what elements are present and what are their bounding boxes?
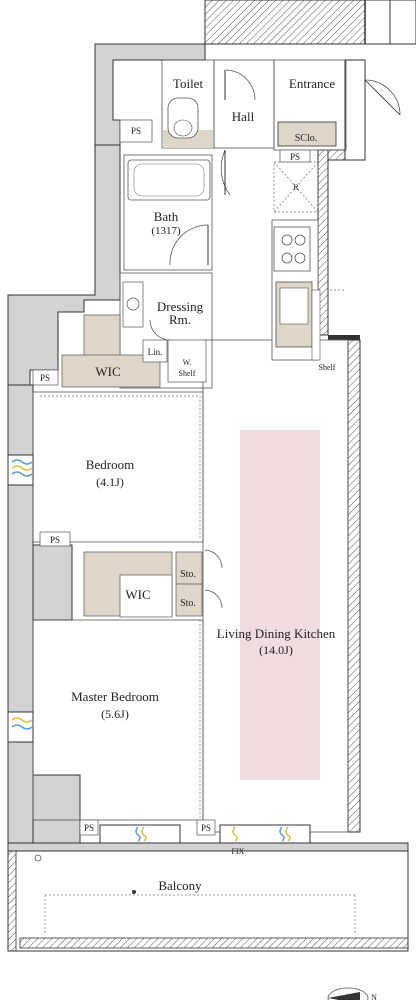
ldk-label: Living Dining Kitchen	[217, 626, 336, 641]
compass-label: N	[371, 993, 377, 1000]
balcony-label: Balcony	[158, 878, 202, 893]
ps-label-5: PS	[84, 823, 94, 833]
ps-label-3: PS	[40, 373, 50, 383]
ldk-size-label: (14.0J)	[259, 643, 293, 657]
bath-fixtures	[122, 97, 211, 328]
room-labels: Toilet Hall Entrance SClo. Bath (1317) D…	[71, 76, 377, 1000]
bath-label: Bath	[154, 209, 179, 224]
hall-label: Hall	[232, 109, 255, 124]
master-bedroom-size-label: (5.6J)	[101, 707, 129, 721]
storage-areas	[61, 121, 337, 618]
storage-2-label: Sto.	[180, 598, 196, 609]
fix-label: FIX	[232, 847, 245, 856]
kitchen-shelf-label: Shelf	[319, 363, 336, 372]
dressing-label: Dressing	[157, 299, 204, 314]
ps-label-1: PS	[131, 126, 141, 136]
bath-size-label: (1317)	[151, 225, 181, 237]
pipe-space-labels: PS PS PS PS PS PS	[32, 119, 311, 836]
wic-upper-label: WIC	[95, 364, 120, 379]
ldk-highlight	[240, 430, 320, 780]
storage-1-label: Sto.	[180, 569, 196, 580]
refrigerator-label: R	[293, 183, 299, 192]
shoe-closet-label: SClo.	[295, 133, 318, 144]
windows	[7, 454, 311, 844]
neighbor-structure	[204, 0, 416, 45]
ps-label-4: PS	[50, 535, 60, 545]
wic-lower-label: WIC	[125, 587, 150, 602]
dressing-label-2: Rm.	[169, 312, 191, 327]
ps-label-6: PS	[201, 823, 211, 833]
overhead-lines	[40, 147, 345, 818]
balcony	[7, 850, 409, 952]
bedroom-size-label: (4.1J)	[96, 475, 124, 489]
ps-label-2: PS	[290, 152, 300, 162]
washer-label: W.	[183, 358, 192, 367]
entrance-label: Entrance	[289, 76, 335, 91]
compass	[327, 987, 369, 1000]
linen-label: Lin.	[148, 347, 163, 357]
master-bedroom-label: Master Bedroom	[71, 689, 159, 704]
kitchen-fixtures	[271, 161, 321, 361]
bedroom-label: Bedroom	[86, 457, 134, 472]
toilet-label: Toilet	[173, 76, 204, 91]
washer-label-2: Shelf	[179, 369, 196, 378]
